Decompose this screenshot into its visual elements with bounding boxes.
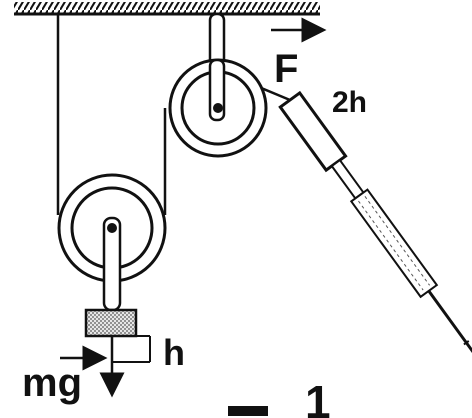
- spring-extension-label: 2h: [332, 86, 367, 119]
- weight-label: mg: [22, 361, 82, 405]
- figure-number: 1: [305, 376, 331, 418]
- load-displacement-label: h: [163, 332, 185, 373]
- ceiling: [14, 2, 320, 16]
- dynamometer: [278, 90, 472, 368]
- load-block: [84, 308, 138, 338]
- force-label: F: [274, 47, 298, 91]
- load-displacement-bracket: [112, 335, 151, 363]
- fixed-pulley: [168, 58, 268, 158]
- movable-pulley: [57, 173, 167, 312]
- figure-number-dash: [228, 406, 268, 416]
